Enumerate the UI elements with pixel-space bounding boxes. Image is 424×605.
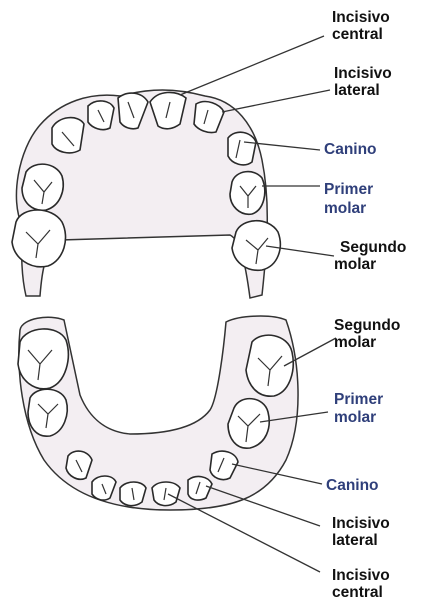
label-lower-central-incisor: Incisivo central <box>332 567 394 601</box>
upper-arch <box>12 90 280 298</box>
lower-second-molar-left <box>18 329 68 389</box>
label-upper-central-incisor: Incisivo central <box>332 9 394 43</box>
lower-first-molar-left <box>28 389 67 436</box>
upper-canine-right <box>228 132 256 165</box>
label-lower-lateral-incisor: Incisivo lateral <box>332 515 394 549</box>
label-upper-lateral-incisor: Incisivo lateral <box>334 65 396 99</box>
label-upper-second-molar: Segundo molar <box>334 239 411 273</box>
leader-upper-central <box>180 36 324 95</box>
lower-central-incisor-left <box>120 482 146 506</box>
label-lower-first-molar: Primer molar <box>334 391 387 426</box>
upper-lateral-incisor-left <box>88 101 114 130</box>
upper-first-molar-right <box>230 172 265 215</box>
upper-first-molar-left <box>22 164 63 210</box>
label-lower-second-molar: Segundo molar <box>334 317 405 351</box>
lower-first-molar-right <box>228 399 269 449</box>
upper-second-molar-right <box>232 221 280 271</box>
lower-arch <box>18 316 298 510</box>
lower-central-incisor-right <box>152 482 180 506</box>
upper-canine-left <box>52 118 84 153</box>
label-upper-canine: Canino <box>324 141 377 158</box>
leader-upper-lateral <box>222 90 330 112</box>
label-upper-first-molar: Primer molar <box>324 181 377 217</box>
upper-second-molar-left <box>12 210 66 267</box>
label-lower-canine: Canino <box>326 477 379 494</box>
lower-second-molar-right <box>246 335 293 396</box>
labels: Incisivo central Incisivo lateral Canino… <box>324 9 411 601</box>
leader-lower-central <box>168 494 320 572</box>
